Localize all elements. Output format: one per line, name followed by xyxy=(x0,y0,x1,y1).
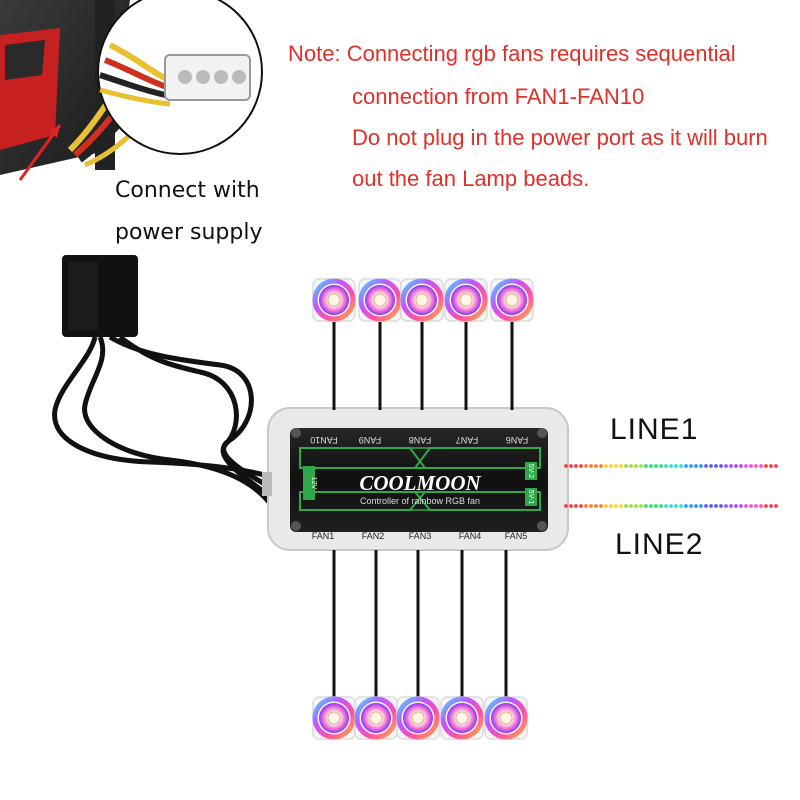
power-caption-line-2: power supply xyxy=(115,220,263,245)
line1-label: LINE1 xyxy=(610,413,699,446)
port-label-fan6: FAN6 xyxy=(506,435,529,445)
note-line-1: Note: Connecting rgb fans requires seque… xyxy=(288,41,736,66)
fan-bottom-4 xyxy=(440,696,484,740)
fan-top-5 xyxy=(490,278,534,322)
line2-label: LINE2 xyxy=(615,528,704,561)
controller-subtitle: Controller of rainbow RGB fan xyxy=(360,496,480,506)
fan-top-4 xyxy=(444,278,488,322)
power-cable xyxy=(52,255,278,512)
port-label-fan5: FAN5 xyxy=(505,531,528,541)
note-line-4: out the fan Lamp beads. xyxy=(352,166,590,191)
port-label-12v: 12V xyxy=(310,477,317,490)
fan-bottom-3 xyxy=(396,696,440,740)
led-strip-group xyxy=(564,464,778,508)
molex-connector-inset xyxy=(97,0,263,155)
led-strip-2 xyxy=(564,504,778,508)
fan-bottom-5 xyxy=(484,696,528,740)
port-label-fan2: FAN2 xyxy=(362,531,385,541)
power-caption-line-1: Connect with xyxy=(115,178,260,203)
fan-bottom-1 xyxy=(312,696,356,740)
port-label-fan9: FAN9 xyxy=(359,435,382,445)
fan-top-3 xyxy=(400,278,444,322)
port-label-fan1: FAN1 xyxy=(312,531,335,541)
controller-brand: COOLMOON xyxy=(359,471,481,495)
port-label-fan3: FAN3 xyxy=(409,531,432,541)
fan-top-2 xyxy=(358,278,402,322)
port-label-fan7: FAN7 xyxy=(456,435,479,445)
fan-group xyxy=(312,278,534,740)
note-line-2: connection from FAN1-FAN10 xyxy=(352,84,645,109)
led-strip-1 xyxy=(564,464,778,468)
note-line-3: Do not plug in the power port as it will… xyxy=(352,125,768,150)
port-label-fan8: FAN8 xyxy=(409,435,432,445)
port-label-fan4: FAN4 xyxy=(459,531,482,541)
port-label-5v-1: 5V-1 xyxy=(527,490,534,505)
fan-top-1 xyxy=(312,278,356,322)
fan-bottom-2 xyxy=(354,696,398,740)
port-label-5v-2: 5V-2 xyxy=(527,464,534,479)
port-label-fan10: FAN10 xyxy=(310,435,338,445)
